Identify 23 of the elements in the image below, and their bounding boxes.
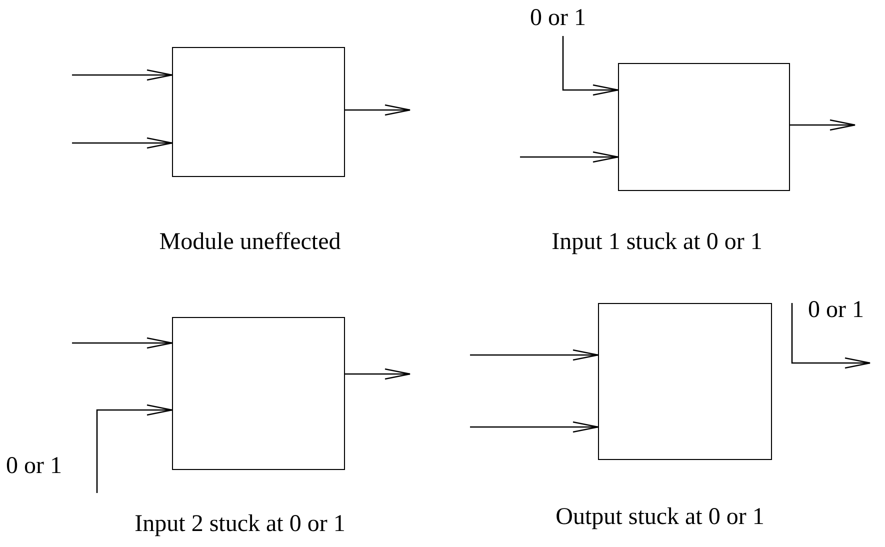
arrow: [96, 404, 173, 493]
arrow: [72, 69, 173, 81]
value-label: 0 or 1: [6, 452, 62, 480]
module-box: [618, 63, 790, 191]
arrow: [470, 349, 599, 361]
node-label: Input 1 stuck at 0 or 1: [552, 228, 762, 256]
arrow: [520, 151, 619, 163]
arrow: [562, 36, 619, 96]
arrow: [470, 421, 599, 433]
arrow: [345, 368, 411, 380]
value-label: 0 or 1: [530, 4, 586, 32]
value-label: 0 or 1: [808, 296, 864, 324]
arrow: [72, 337, 173, 349]
arrow: [791, 303, 871, 369]
arrow: [790, 119, 856, 131]
node-label: Input 2 stuck at 0 or 1: [134, 510, 346, 538]
module-box: [598, 303, 772, 460]
node-label: Module uneffected: [159, 228, 341, 256]
module-box: [172, 317, 345, 470]
module-box: [172, 47, 345, 177]
node-label: Output stuck at 0 or 1: [556, 503, 764, 531]
arrow: [345, 104, 411, 116]
arrow: [72, 137, 173, 149]
